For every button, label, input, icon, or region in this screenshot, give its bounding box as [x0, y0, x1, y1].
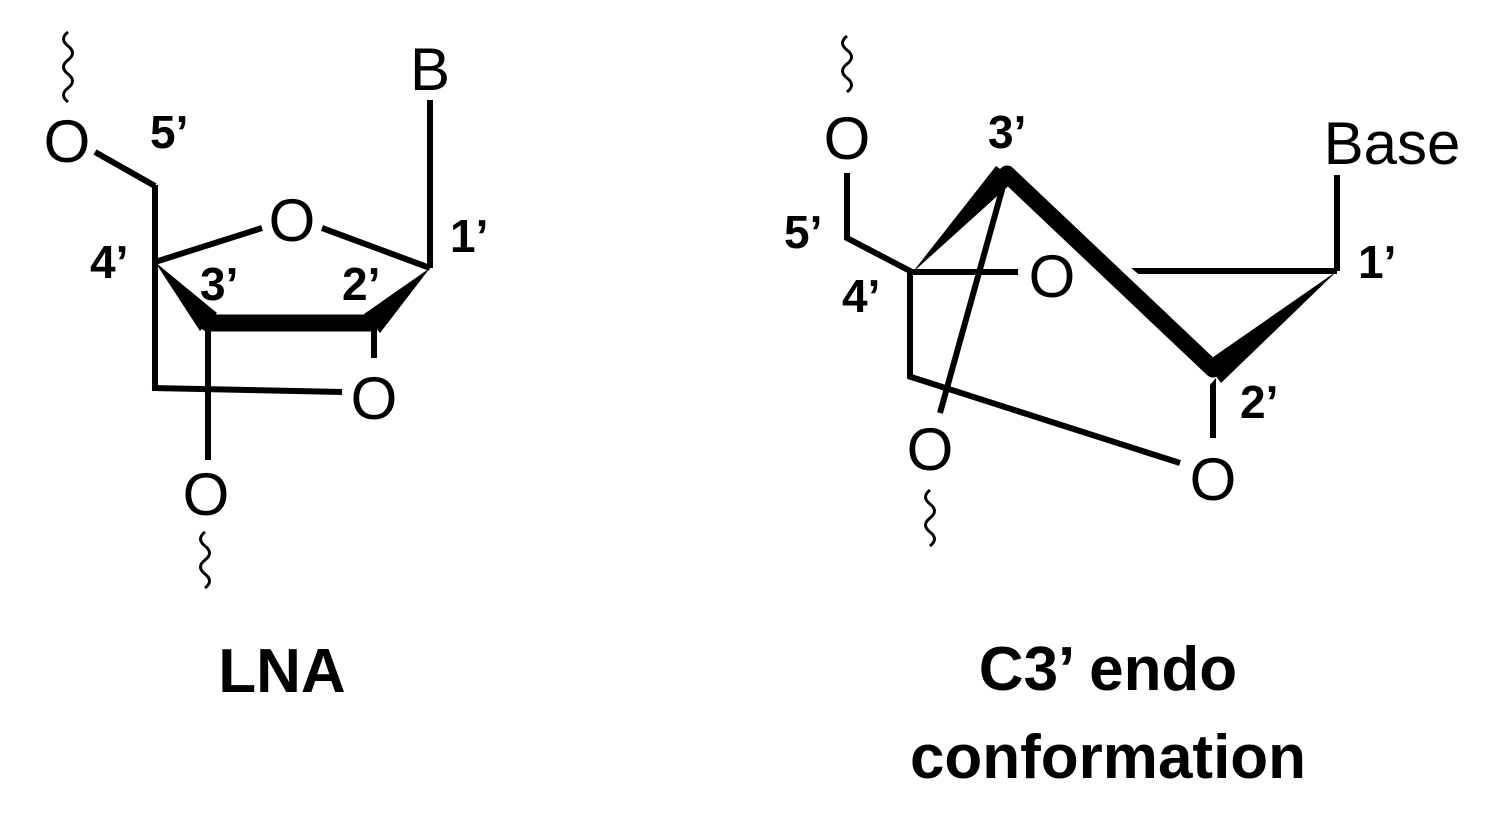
endo-caption-line2: conformation — [910, 723, 1306, 792]
lna-wedge-c4-c3 — [155, 262, 217, 331]
endo-o5-atom: O — [824, 105, 871, 172]
lna-locant-3: 3’ — [200, 258, 238, 310]
lna-base-atom: B — [410, 36, 450, 103]
endo-locant-2: 2’ — [1240, 376, 1278, 428]
endo-wavy-bond-top — [841, 34, 853, 94]
lna-o3-atom: O — [183, 461, 230, 528]
lna-locant-4: 4’ — [90, 236, 128, 288]
c3-endo-structure: O O O O Base 3’ 5’ 4’ 1’ 2’ C3’ endo con… — [784, 34, 1461, 792]
lna-locant-1: 1’ — [450, 210, 488, 262]
endo-base-atom: Base — [1324, 110, 1461, 177]
endo-locant-4: 4’ — [842, 270, 880, 322]
endo-wedge-c1-c2 — [1206, 271, 1337, 383]
lna-caption: LNA — [218, 637, 345, 706]
lna-locant-2: 2’ — [342, 258, 380, 310]
lna-bond-ch2-bridgeo — [151, 385, 343, 395]
lna-ring-o-atom: O — [269, 187, 316, 254]
endo-bold-bond-c3-c2 — [998, 165, 1222, 378]
lna-bond-ringo-c1 — [320, 225, 432, 271]
lna-locant-5: 5’ — [150, 106, 188, 158]
endo-bond-c5-c4 — [843, 234, 914, 275]
lna-wavy-bond-bottom — [199, 530, 211, 590]
endo-locant-1: 1’ — [1358, 236, 1396, 288]
lna-o5-atom: O — [44, 108, 91, 175]
endo-ring-o-atom: O — [1029, 243, 1076, 310]
endo-wedge-c4-c3 — [912, 166, 1015, 273]
lna-wavy-bond-top — [62, 30, 74, 104]
endo-locant-3: 3’ — [988, 106, 1026, 158]
lna-bond-o5-c5 — [93, 149, 157, 189]
endo-bridge-o-atom: O — [1190, 446, 1237, 513]
lna-structure: O O O O B 5’ 4’ 3’ 2’ 1’ LNA — [44, 30, 488, 706]
endo-wavy-bond-bottom — [924, 488, 936, 548]
lna-bond-c4-ringo — [154, 225, 263, 265]
endo-locant-5: 5’ — [784, 206, 822, 258]
lna-bridge-o-atom: O — [351, 365, 398, 432]
endo-o3-atom: O — [907, 416, 954, 483]
endo-caption-line1: C3’ endo — [979, 635, 1237, 704]
lna-wedge-c1-c2 — [364, 268, 430, 333]
endo-bond-c3-o3 — [937, 171, 1010, 414]
endo-bond-ch2-bridgeo — [907, 373, 1181, 466]
